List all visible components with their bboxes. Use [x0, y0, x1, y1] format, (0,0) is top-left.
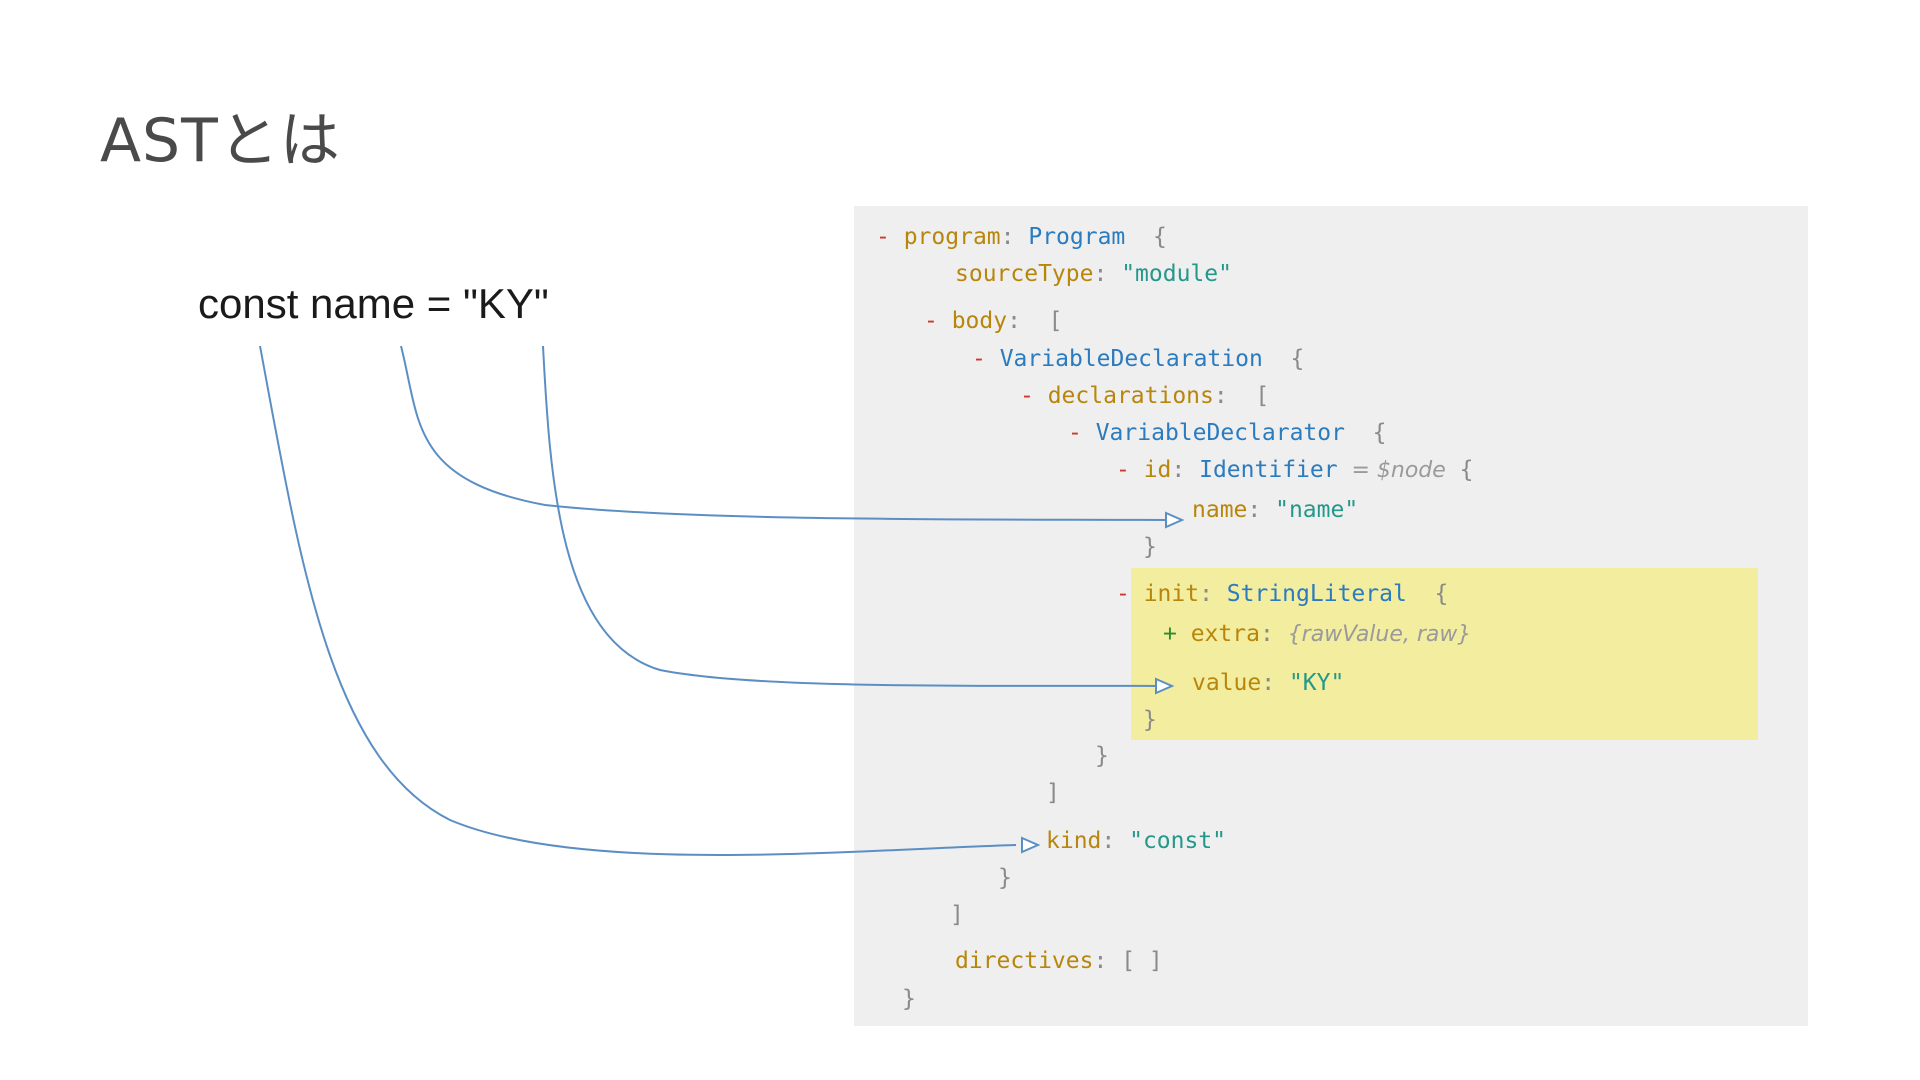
ast-line-body: - body: [	[924, 308, 1063, 334]
declarations-key: declarations	[1047, 383, 1214, 409]
ast-line-variabledeclarator: - VariableDeclarator {	[1068, 420, 1387, 446]
sourcetype-value: "module"	[1121, 261, 1232, 287]
ast-line-body-close: ]	[950, 902, 964, 928]
id-key: id	[1143, 457, 1172, 483]
body-key: body	[951, 308, 1008, 334]
ast-line-init: - init: StringLiteral {	[1116, 581, 1449, 607]
directives-key: directives	[955, 948, 1094, 974]
ast-line-program-close: }	[902, 986, 916, 1012]
ast-line-kind: kind: "const"	[1046, 828, 1227, 854]
source-code: const name = "KY"	[198, 280, 549, 327]
ast-line-sourcetype: sourceType: "module"	[955, 261, 1232, 287]
ast-line-extra: + extra: {rawValue, raw}	[1163, 621, 1472, 647]
init-type: StringLiteral	[1226, 581, 1407, 607]
variabledeclarator-type: VariableDeclarator	[1095, 420, 1345, 446]
ast-line-program: - program: Program {	[876, 224, 1167, 250]
value-key: value	[1192, 670, 1262, 696]
arrow-const	[259, 345, 1017, 856]
id-type: Identifier	[1199, 457, 1338, 483]
program-key: program	[903, 224, 1001, 250]
kind-key: kind	[1046, 828, 1102, 854]
arrowhead-name	[1165, 511, 1185, 529]
arrow-name	[400, 345, 1173, 521]
ast-line-value: value: "KY"	[1192, 670, 1345, 696]
ast-line-id-close: }	[1143, 534, 1157, 560]
arrowhead-value	[1155, 677, 1175, 695]
value-value: "KY"	[1288, 670, 1345, 696]
ast-line-name: name: "name"	[1192, 497, 1359, 523]
arrowhead-const	[1021, 836, 1041, 854]
extra-key: extra	[1190, 621, 1260, 647]
name-key: name	[1192, 497, 1248, 523]
kind-value: "const"	[1129, 828, 1227, 854]
variabledeclaration-type: VariableDeclaration	[999, 346, 1263, 372]
ast-line-declarations-close: ]	[1046, 780, 1060, 806]
init-highlight	[1131, 568, 1758, 740]
slide-title: ASTとは	[100, 106, 341, 176]
ast-line-declarator-close: }	[1095, 743, 1109, 769]
init-key: init	[1143, 581, 1200, 607]
sourcetype-key: sourceType	[955, 261, 1094, 287]
ast-line-init-close: }	[1143, 707, 1157, 733]
arrow-value	[542, 345, 1161, 687]
extra-value: {rawValue, raw}	[1287, 622, 1472, 647]
name-value: "name"	[1275, 497, 1359, 523]
id-note: = $node	[1351, 458, 1446, 483]
directives-value: [ ]	[1121, 948, 1163, 974]
ast-line-variabledeclaration: - VariableDeclaration {	[972, 346, 1305, 372]
ast-line-id: - id: Identifier = $node {	[1116, 457, 1474, 483]
ast-line-directives: directives: [ ]	[955, 948, 1163, 974]
ast-line-vardecl-close: }	[998, 865, 1012, 891]
ast-line-declarations: - declarations: [	[1020, 383, 1270, 409]
program-type: Program	[1028, 224, 1126, 250]
